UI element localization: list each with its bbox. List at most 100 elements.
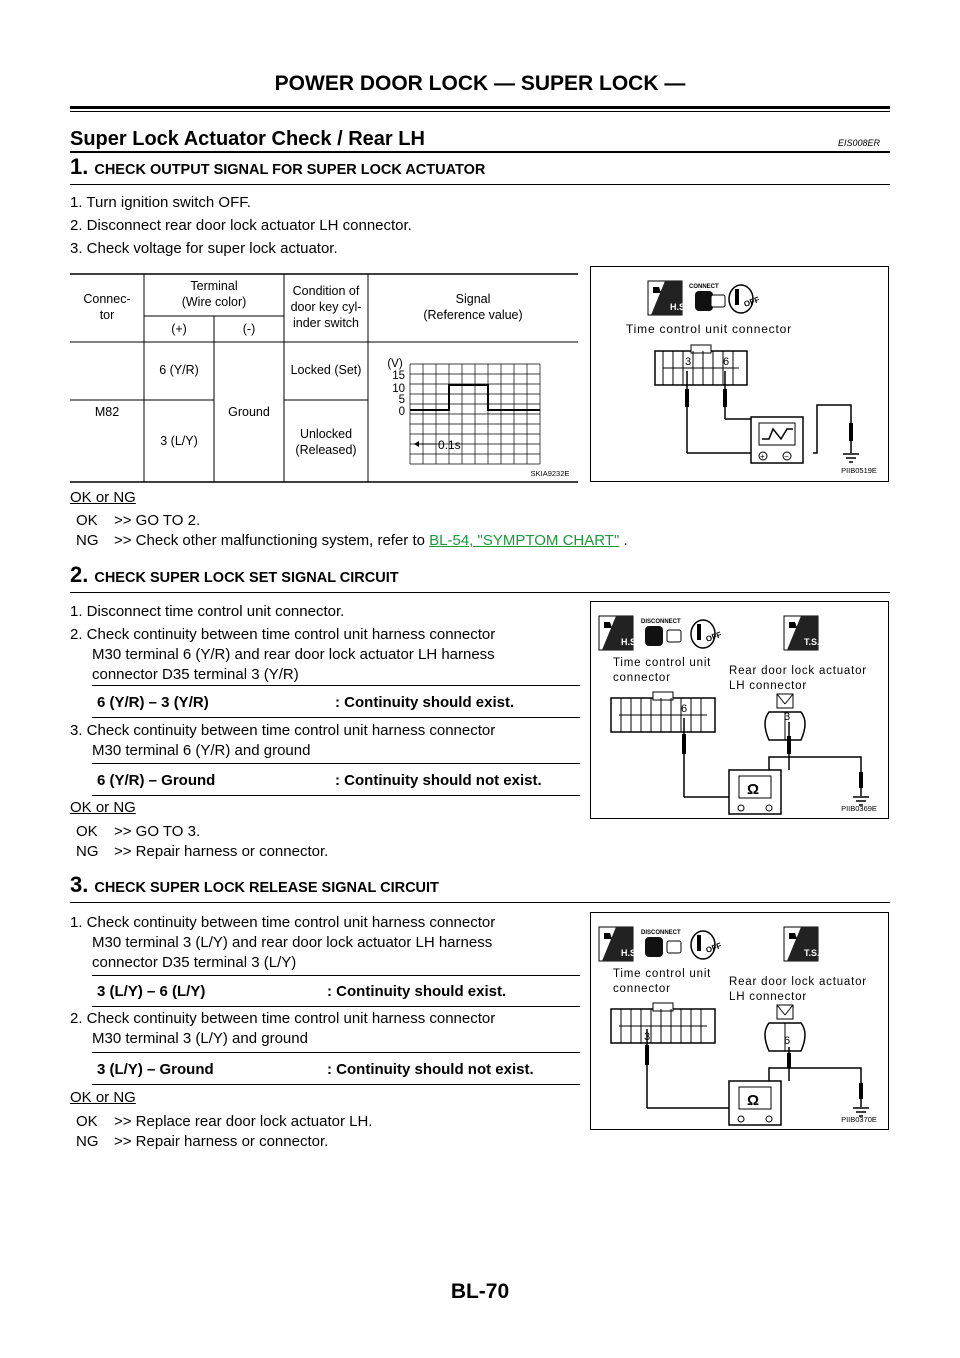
- step3-item-1c: connector D35 terminal 3 (L/Y): [92, 954, 297, 971]
- figure-1-label: Time control unit connector: [626, 322, 792, 336]
- fig2-connector-block: [610, 691, 716, 733]
- fig2-pin-b: 3: [784, 711, 790, 723]
- wf-y15: 15: [392, 370, 405, 382]
- step3-okng: OK or NG: [70, 1089, 136, 1106]
- cell-terminal-2: 3 (L/Y): [160, 434, 198, 448]
- step1-title: CHECK OUTPUT SIGNAL FOR SUPER LOCK ACTUA…: [94, 162, 486, 178]
- fig2-label1a: Time control unit: [613, 657, 711, 669]
- symptom-chart-link[interactable]: BL-54, "SYMPTOM CHART": [429, 532, 620, 549]
- spec4-rule-bottom: [92, 1084, 580, 1085]
- figure-3: H.S. DISCONNECT OFF T.S. Time control un…: [590, 912, 889, 1130]
- spec3-rule-bottom: [92, 1006, 580, 1007]
- ignition-off-icon: OFF: [690, 619, 723, 649]
- page-number: BL-70: [450, 1280, 510, 1303]
- step2-ok-line: OK>> GO TO 3.: [76, 823, 201, 840]
- connector-badge: CONNECT: [689, 284, 726, 311]
- fig3-pin-b: 6: [784, 1035, 790, 1047]
- fig3-label1b: connector: [613, 983, 671, 995]
- figure-3-code: PIIB0370E: [841, 1115, 877, 1124]
- step3-heading: 3. CHECK SUPER LOCK RELEASE SIGNAL CIRCUI…: [70, 872, 439, 898]
- figure-1: H.S. CONNECT OFF Time control unit conne…: [590, 266, 889, 482]
- step3-spec2-right: : Continuity should not exist.: [327, 1061, 534, 1078]
- hs-badge: H.S.: [598, 615, 639, 651]
- step2-item-3a: 3. Check continuity between time control…: [70, 722, 496, 739]
- ohmmeter-icon: Ω: [728, 1080, 782, 1126]
- step2-item-2b: M30 terminal 6 (Y/R) and rear door lock …: [92, 646, 495, 663]
- figure-3-diagram: H.S. DISCONNECT OFF T.S. Time control un…: [598, 926, 877, 1126]
- page-header-title: POWER DOOR LOCK — SUPER LOCK —: [274, 72, 686, 95]
- step1-ok-line: OK>> GO TO 2.: [76, 512, 201, 529]
- fig2-label1b: connector: [613, 672, 671, 684]
- step1-rule: [70, 184, 890, 185]
- th-plus: (+): [171, 322, 187, 336]
- step3-spec1-right: : Continuity should exist.: [327, 983, 507, 1000]
- svg-text:T.S.: T.S.: [804, 948, 820, 958]
- signal-table: Connec- tor Terminal (Wire color) (+) (-…: [70, 273, 578, 483]
- disconnect-badge: DISCONNECT: [641, 930, 682, 957]
- fig3-label1a: Time control unit: [613, 968, 711, 980]
- step2-ng-line: NG>> Repair harness or connector.: [76, 843, 329, 860]
- header-rule-thin: [70, 111, 890, 112]
- step2-heading: 2.CHECK SUPER LOCK SET SIGNAL CIRCUIT: [70, 562, 399, 588]
- section-code: EIS008ER: [838, 138, 881, 148]
- fig1-pin-b: 6: [723, 356, 729, 368]
- wf-time-arrowhead: [414, 441, 419, 447]
- figure-1-code: PIIB0519E: [841, 466, 877, 475]
- step2-item-2a: 2. Check continuity between time control…: [70, 626, 496, 643]
- ts-badge: T.S.: [783, 615, 820, 651]
- fig2-label2a: Rear door lock actuator: [729, 665, 867, 677]
- th-connector-a: Connec-: [83, 292, 130, 306]
- svg-text:Ω: Ω: [747, 781, 759, 798]
- connector-block: [654, 344, 748, 386]
- th-minus: (-): [243, 322, 256, 336]
- svg-text:DISCONNECT: DISCONNECT: [641, 619, 681, 625]
- figure-1-diagram: H.S. CONNECT OFF Time control unit conne…: [626, 280, 877, 475]
- section-title: Super Lock Actuator Check / Rear LH: [70, 128, 425, 150]
- waveform-chart: (V) 15 10 5 0 0.1s SKIA9232E: [387, 358, 569, 478]
- step1-number: 1.: [70, 154, 89, 179]
- wf-y0: 0: [399, 406, 405, 418]
- th-condition-b: door key cyl-: [291, 300, 362, 314]
- th-condition-a: Condition of: [293, 284, 360, 298]
- oscilloscope-icon: + −: [750, 416, 804, 464]
- disconnect-badge: DISCONNECT: [641, 619, 682, 646]
- wf-unit: (V): [387, 358, 403, 370]
- fig1-pin-a: 3: [685, 356, 691, 368]
- fig3-actuator-connector: [764, 1004, 806, 1052]
- th-connector-b: tor: [100, 308, 115, 322]
- step2-number: 2.: [70, 562, 89, 587]
- ignition-off-icon: OFF: [690, 930, 723, 960]
- ts-badge: T.S.: [783, 926, 820, 962]
- th-terminal-b: (Wire color): [182, 295, 247, 309]
- step2-okng: OK or NG: [70, 799, 136, 816]
- wf-y5: 5: [399, 394, 405, 406]
- svg-text:+: +: [760, 452, 765, 461]
- figure-2-code: PIIB0369E: [841, 804, 877, 813]
- fig3-label2b: LH connector: [729, 991, 807, 1003]
- cell-cond-2b: (Released): [295, 443, 356, 457]
- fig2-label2b: LH connector: [729, 680, 807, 692]
- th-signal-a: Signal: [456, 292, 491, 306]
- cell-terminal-1: 6 (Y/R): [159, 363, 199, 377]
- step3-number: 3.: [70, 872, 89, 897]
- step1-ng-line: NG>> Check other malfunctioning system, …: [76, 532, 628, 549]
- step2-spec1-right: : Continuity should exist.: [335, 694, 515, 711]
- hs-badge: H.S.: [598, 926, 639, 962]
- svg-text:CONNECT: CONNECT: [689, 284, 719, 290]
- fig3-label2a: Rear door lock actuator: [729, 976, 867, 988]
- figure-2-diagram: H.S. DISCONNECT OFF T.S. Time control un…: [598, 615, 877, 815]
- svg-text:H.S.: H.S.: [670, 302, 688, 312]
- fig3-connector-block: [610, 1002, 716, 1044]
- spec3-rule-top: [92, 975, 580, 976]
- spec1-rule-bottom: [92, 717, 580, 718]
- cell-cond-2a: Unlocked: [300, 427, 352, 441]
- hs-badge: H.S.: [647, 280, 688, 316]
- wf-time: 0.1s: [438, 438, 461, 452]
- step1-item-2: 2. Disconnect rear door lock actuator LH…: [70, 217, 412, 234]
- svg-text:H.S.: H.S.: [621, 948, 639, 958]
- cell-connector: M82: [95, 405, 119, 419]
- step1-heading: 1. CHECK OUTPUT SIGNAL FOR SUPER LOCK ACT…: [70, 154, 485, 180]
- spec2-rule-top: [92, 763, 580, 764]
- svg-text:T.S.: T.S.: [804, 637, 820, 647]
- step3-title: CHECK SUPER LOCK RELEASE SIGNAL CIRCUIT: [94, 880, 439, 896]
